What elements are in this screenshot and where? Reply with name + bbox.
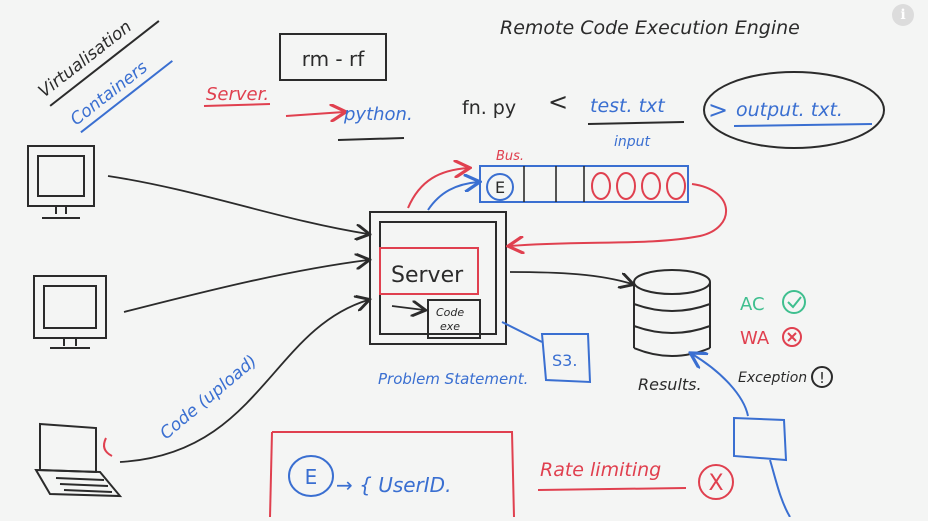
queue-entry-label: E	[495, 178, 505, 197]
ac-verdict-label: AC	[740, 294, 765, 315]
server-to-queue-arrow	[427, 182, 478, 211]
server-to-queue-arrow	[407, 168, 468, 209]
rate-limit-x-circle	[698, 464, 734, 500]
laptop-check-mark	[103, 437, 113, 457]
database-icon	[633, 269, 711, 357]
virtualisation-underline	[49, 20, 160, 107]
monitor-icon	[27, 145, 95, 219]
server-highlight-box	[379, 247, 479, 295]
worker-connector	[769, 459, 791, 518]
output-txt-underline	[733, 123, 873, 127]
rate-limiting-underline	[537, 487, 687, 491]
test-txt-label: test. txt	[590, 95, 666, 117]
e-symbol: E	[305, 465, 318, 489]
server-box-label: Server	[391, 263, 464, 288]
server-heading-underline	[203, 103, 271, 107]
queue-entry-circle	[486, 173, 514, 201]
problem-statement-label: Problem Statement.	[378, 370, 528, 388]
test-txt-underline	[587, 121, 685, 125]
user-id-box-edge	[269, 431, 273, 518]
e-symbol-circle	[288, 455, 334, 497]
code-exe-arrow	[391, 306, 424, 310]
exception-mark-circle	[811, 366, 833, 388]
wa-verdict-label: WA	[740, 328, 770, 349]
fn-py-label: fn. py	[462, 97, 516, 119]
queue-item	[591, 172, 611, 200]
check-circle-icon	[782, 290, 806, 314]
laptop-icon	[34, 422, 123, 498]
input-label: input	[614, 134, 651, 150]
monitor-icon	[33, 275, 107, 349]
server-to-db-arrow	[509, 271, 632, 284]
client-arrow	[123, 260, 368, 313]
rm-rf-box	[279, 33, 387, 81]
code-upload-label: Code (upload)	[156, 351, 261, 444]
output-ellipse	[703, 71, 885, 149]
s3-connector	[501, 321, 543, 343]
python-underline	[337, 137, 405, 141]
python-label: python.	[343, 104, 413, 125]
user-id-box	[272, 431, 515, 518]
worker-to-db-arrow	[692, 354, 749, 417]
bus-label: Bus.	[496, 149, 524, 164]
input-redirect-symbol: <	[548, 88, 568, 116]
code-exe-label: Code	[436, 306, 464, 319]
rate-limit-x: X	[708, 471, 723, 496]
client-arrow	[119, 300, 368, 463]
containers-underline	[80, 60, 173, 134]
server-heading: Server.	[206, 84, 269, 105]
diagram-title: Remote Code Execution Engine	[500, 17, 800, 39]
worker-box	[733, 416, 788, 462]
rm-rf-command: rm - rf	[302, 47, 366, 71]
x-circle-icon	[782, 327, 802, 347]
output-txt-label: output. txt.	[736, 99, 843, 121]
client-arrow	[107, 175, 368, 234]
queue-item	[666, 172, 686, 200]
queue-item	[641, 172, 661, 200]
info-icon[interactable]: i	[892, 4, 914, 26]
s3-box	[540, 333, 592, 384]
rate-limiting-label: Rate limiting	[540, 459, 661, 481]
python-arrow	[285, 112, 344, 116]
queue-item	[616, 172, 636, 200]
user-id-label: → { UserID.	[336, 473, 451, 497]
queue-to-server-arrow	[510, 183, 728, 246]
exception-verdict-label: Exception	[738, 370, 807, 386]
s3-label: S3.	[552, 351, 577, 370]
code-exe-box	[427, 299, 481, 339]
exception-mark: !	[819, 369, 825, 387]
server-outer-box	[369, 211, 507, 345]
code-exe-label: exe	[440, 320, 460, 333]
output-redirect-symbol: >	[708, 96, 728, 124]
results-label: Results.	[638, 375, 702, 394]
